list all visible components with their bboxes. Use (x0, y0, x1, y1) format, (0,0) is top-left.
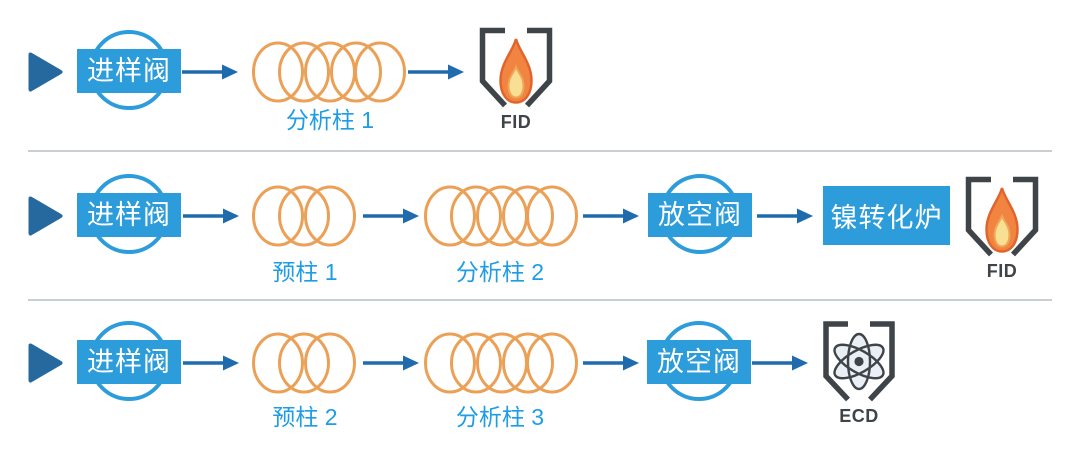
row-separator (28, 299, 1052, 301)
pre-column-coil-icon (252, 185, 356, 247)
pre-column-coil-icon (252, 332, 356, 394)
column-label: 分析柱 3 (455, 404, 545, 430)
flow-arrow-icon (183, 354, 239, 372)
fid-detector: FID (478, 27, 554, 133)
fid-detector: FID (964, 176, 1040, 282)
flame-icon (964, 176, 1040, 258)
vent-valve: 放空阀 (647, 321, 751, 405)
detector-label: FID (986, 261, 1018, 281)
detector-label: FID (500, 112, 532, 132)
flame-icon (478, 27, 554, 109)
atom-icon (822, 320, 896, 403)
flow-arrow-icon (583, 354, 639, 372)
column-label: 分析柱 1 (285, 107, 375, 133)
column-label: 预柱 2 (272, 404, 338, 430)
flow-arrow-icon (363, 354, 419, 372)
sample-valve: 进样阀 (77, 321, 181, 405)
flow-start-icon (28, 196, 63, 236)
flow-start-icon (28, 52, 63, 92)
analytical-column-coil-icon (252, 41, 406, 103)
ecd-detector: ECD (822, 320, 896, 427)
vent-valve-label: 放空阀 (647, 340, 751, 384)
flow-arrow-icon (408, 63, 464, 81)
column-label: 预柱 1 (272, 259, 338, 285)
flow-arrow-icon (752, 354, 808, 372)
flow-arrow-icon (583, 207, 639, 225)
sample-valve-label: 进样阀 (77, 340, 181, 384)
flow-arrow-icon (757, 207, 813, 225)
column-label: 分析柱 2 (455, 259, 545, 285)
sample-valve-label: 进样阀 (77, 49, 181, 93)
flow-start-icon (28, 343, 63, 383)
sample-valve: 进样阀 (77, 30, 181, 114)
sample-valve: 进样阀 (77, 174, 181, 258)
flow-arrow-icon (183, 207, 239, 225)
analytical-column-coil-icon (424, 332, 578, 394)
row-separator (28, 150, 1052, 152)
converter-box: 镍转化炉 (823, 186, 950, 245)
detector-label: ECD (839, 406, 879, 426)
flow-arrow-icon (182, 63, 238, 81)
analytical-column-coil-icon (424, 185, 578, 247)
vent-valve-label: 放空阀 (648, 193, 752, 237)
vent-valve: 放空阀 (648, 174, 752, 258)
sample-valve-label: 进样阀 (77, 193, 181, 237)
flow-arrow-icon (363, 207, 419, 225)
